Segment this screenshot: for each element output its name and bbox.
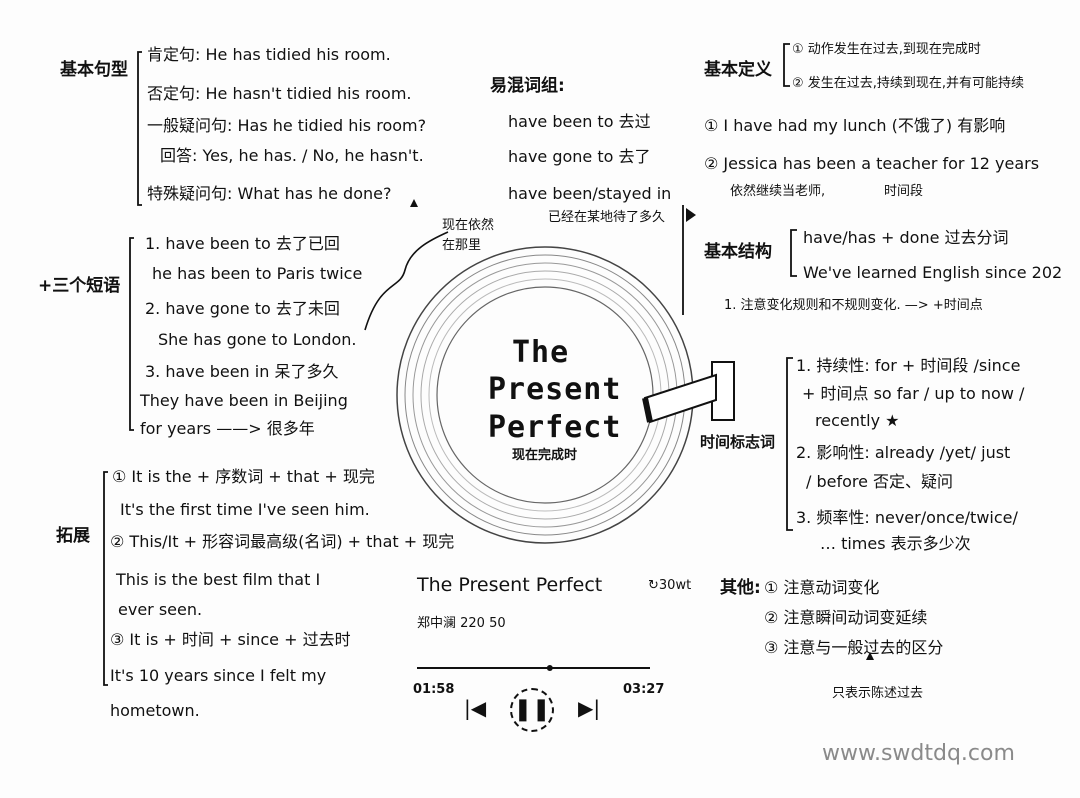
section-label-confusing: 易混词组: — [490, 76, 565, 96]
time-marker-item: / before 否定、疑问 — [806, 472, 954, 491]
pause-icon: ❚❚ — [513, 697, 551, 722]
definition-example: ② Jessica has been a teacher for 12 year… — [704, 154, 1040, 173]
previous-button[interactable]: |◀ — [464, 698, 486, 718]
phrase-item: 2. have gone to 去了未回 — [145, 299, 340, 318]
time-marker-item: + 时间点 so far / up to now / — [802, 384, 1025, 403]
others-note: 只表示陈述过去 — [832, 686, 924, 701]
repeat-button[interactable]: ↻30wt — [648, 576, 691, 596]
section-label-phrases: +三个短语 — [38, 276, 121, 296]
confusing-item: have gone to 去了 — [508, 147, 651, 166]
elapsed-time: 01:58 — [413, 682, 455, 697]
time-marker-item: 2. 影响性: already /yet/ just — [796, 443, 1011, 462]
total-time: 03:27 — [623, 682, 665, 697]
time-marker-item: 3. 频率性: never/once/twice/ — [796, 508, 1018, 527]
section-label-others: 其他: — [720, 578, 761, 598]
repeat-icon: ↻ — [648, 578, 659, 593]
section-label-definition: 基本定义 — [704, 60, 772, 80]
triangle-marker — [866, 652, 874, 660]
others-item: ③ 注意与一般过去的区分 — [764, 638, 944, 657]
record-title-line: Present — [488, 372, 622, 407]
record-subtitle: 现在完成时 — [512, 448, 578, 463]
pattern-question: 一般疑问句: Has he tidied his room? — [147, 116, 427, 135]
next-button[interactable]: ▶| — [578, 698, 600, 718]
tonearm — [642, 361, 735, 424]
definition-example: ① I have had my lunch (不饿了) 有影响 — [704, 116, 1006, 135]
confusing-item: have been/stayed in — [508, 184, 672, 203]
time-marker-item: 1. 持续性: for + 时间段 /since — [796, 356, 1021, 375]
phrase-item: She has gone to London. — [158, 330, 357, 349]
others-item: ① 注意动词变化 — [764, 578, 880, 597]
phrase-item: 3. have been in 呆了多久 — [145, 362, 339, 381]
next-icon: ▶| — [578, 696, 601, 720]
time-marker-item: recently ★ — [815, 411, 900, 430]
watermark: www.swdtdq.com — [822, 741, 1015, 766]
pattern-answer: 回答: Yes, he has. / No, he hasn't. — [160, 146, 424, 165]
phrase-item: They have been in Beijing — [140, 391, 348, 410]
extension-item: This is the best film that I — [116, 570, 321, 589]
triangle-marker — [410, 199, 418, 207]
structure-item: 1. 注意变化规则和不规则变化. —> +时间点 — [724, 298, 983, 313]
player-track-title: The Present Perfect — [417, 574, 603, 596]
annotation-still-there: 现在依然在那里 — [442, 218, 495, 253]
structure-item: have/has + done 过去分词 — [803, 228, 1009, 247]
triangle-marker — [686, 208, 696, 222]
confusing-item: 已经在某地待了多久 — [548, 210, 666, 225]
definition-item: ② 发生在过去,持续到现在,并有可能持续 — [792, 76, 1025, 91]
section-label-extension: 拓展 — [56, 526, 90, 546]
definition-example-note: 时间段 — [884, 184, 924, 199]
extension-item: It's 10 years since I felt my — [110, 666, 327, 685]
record-title-line: Perfect — [488, 410, 622, 445]
repeat-label: 30wt — [658, 578, 692, 593]
record-title-line: The — [512, 335, 570, 370]
others-item: ② 注意瞬间动词变延续 — [764, 608, 928, 627]
pattern-negative: 否定句: He hasn't tidied his room. — [147, 84, 412, 103]
annotation-arrow — [364, 231, 449, 331]
extension-item: ③ It is + 时间 + since + 过去时 — [110, 630, 351, 649]
pattern-affirmative: 肯定句: He has tidied his room. — [147, 45, 391, 64]
extension-item: ever seen. — [118, 600, 203, 619]
section-label-sentence-patterns: 基本句型 — [60, 60, 128, 80]
pause-button[interactable]: ❚❚ — [510, 688, 554, 732]
section-label-structure: 基本结构 — [704, 242, 772, 262]
extension-item: ① It is the + 序数词 + that + 现完 — [112, 467, 375, 486]
confusing-item: have been to 去过 — [508, 112, 651, 131]
definition-item: ① 动作发生在过去,到现在完成时 — [792, 42, 981, 57]
extension-item: It's the first time I've seen him. — [120, 500, 370, 519]
section-label-time-markers: 时间标志词 — [700, 433, 776, 451]
time-marker-item: … times 表示多少次 — [820, 534, 971, 553]
phrase-item: 1. have been to 去了已回 — [145, 234, 340, 253]
previous-icon: |◀ — [464, 696, 487, 720]
structure-item: We've learned English since 202 — [803, 263, 1063, 282]
phrase-item: for years ——> 很多年 — [140, 419, 315, 438]
pattern-wh-question: 特殊疑问句: What has he done? — [147, 184, 392, 203]
phrase-item: he has been to Paris twice — [152, 264, 363, 283]
extension-item: hometown. — [110, 701, 200, 720]
progress-thumb — [546, 665, 553, 671]
definition-example-note: 依然继续当老师, — [730, 184, 826, 199]
extension-item: ② This/It + 形容词最高级(名词) + that + 现完 — [110, 532, 455, 551]
braces — [103, 43, 797, 686]
player-artist: 郑中澜 220 50 — [417, 616, 506, 631]
